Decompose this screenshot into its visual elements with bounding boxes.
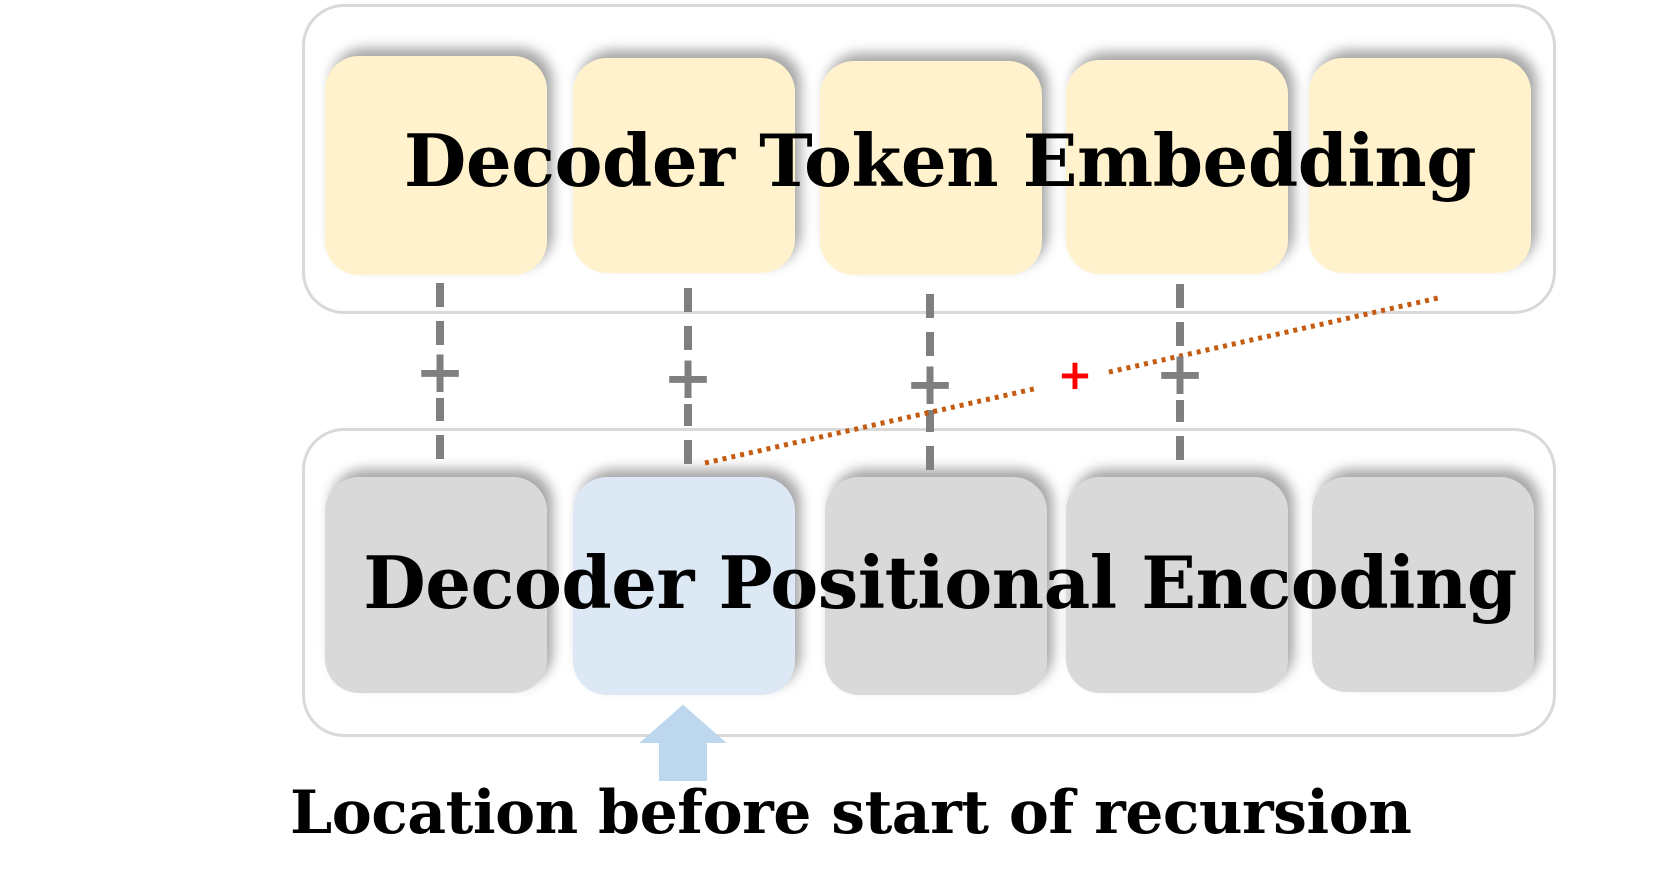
token-embedding-cell bbox=[1066, 60, 1288, 274]
red-plus-sign: + bbox=[1057, 350, 1093, 399]
plus-sign: + bbox=[662, 343, 714, 413]
token-embedding-label: Decoder Token Embedding bbox=[403, 118, 1477, 203]
positional-encoding-cell bbox=[1066, 477, 1288, 693]
recursion-start-annotation: Location before start of recursion bbox=[290, 778, 1412, 848]
token-embedding-cell bbox=[820, 61, 1042, 275]
positional-encoding-cell bbox=[1312, 477, 1534, 692]
positional-encoding-cell-highlighted bbox=[573, 477, 795, 695]
token-embedding-cell bbox=[325, 56, 547, 275]
token-embedding-cell bbox=[573, 58, 795, 273]
plus-sign: + bbox=[904, 349, 956, 419]
positional-encoding-cell bbox=[825, 477, 1047, 695]
plus-sign: + bbox=[1154, 339, 1206, 409]
plus-sign: + bbox=[414, 337, 466, 407]
positional-encoding-cell bbox=[325, 477, 547, 693]
token-embedding-cell bbox=[1309, 58, 1531, 273]
positional-encoding-label: Decoder Positional Encoding bbox=[363, 540, 1517, 625]
